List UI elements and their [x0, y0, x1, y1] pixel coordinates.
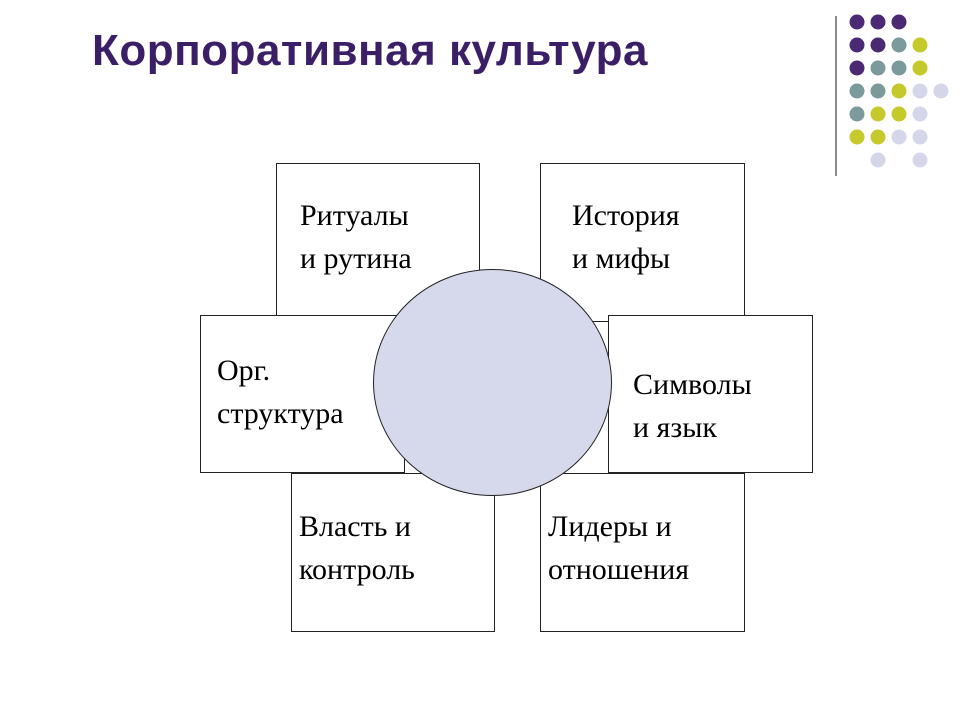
label-leaders: Лидеры и отношения	[548, 505, 689, 591]
decorative-dot	[849, 37, 865, 53]
label-history-line2: и мифы	[572, 242, 671, 275]
label-structure-line1: Орг.	[217, 354, 271, 387]
label-rituals: Ритуалы и рутина	[300, 194, 412, 280]
divider-line	[835, 16, 837, 176]
label-rituals-line2: и рутина	[300, 242, 412, 275]
decorative-dot	[849, 106, 865, 122]
decorative-dot	[912, 83, 928, 99]
label-power: Власть и контроль	[299, 505, 415, 591]
decorative-dot	[933, 83, 949, 99]
box-structure	[200, 315, 405, 473]
decorative-dot	[912, 106, 928, 122]
label-symbols-line2: и язык	[633, 411, 717, 444]
label-leaders-line1: Лидеры и	[548, 510, 672, 543]
decorative-dot	[891, 129, 907, 145]
central-circle	[373, 269, 612, 496]
box-power	[291, 473, 495, 632]
box-history	[540, 163, 745, 322]
decorative-dot	[912, 37, 928, 53]
label-history-line1: История	[572, 199, 680, 232]
slide-title: Корпоративная культура	[92, 26, 648, 75]
decorative-dot	[849, 129, 865, 145]
decorative-dot	[870, 37, 886, 53]
label-power-line2: контроль	[299, 553, 415, 586]
decorative-dot	[891, 14, 907, 30]
label-power-line1: Власть и	[299, 510, 411, 543]
label-symbols: Символы и язык	[633, 363, 752, 449]
label-rituals-line1: Ритуалы	[300, 199, 409, 232]
decorative-dot	[870, 152, 886, 168]
decorative-dot	[870, 83, 886, 99]
box-symbols	[608, 315, 813, 473]
decorative-dot	[870, 106, 886, 122]
decorative-dot	[891, 60, 907, 76]
decorative-dot-grid	[849, 14, 949, 168]
decorative-dot	[849, 83, 865, 99]
decorative-dot	[891, 106, 907, 122]
label-structure-line2: структура	[217, 397, 344, 430]
label-symbols-line1: Символы	[633, 368, 752, 401]
label-structure: Орг. структура	[217, 349, 344, 435]
label-leaders-line2: отношения	[548, 553, 690, 586]
label-history: История и мифы	[572, 194, 680, 280]
decorative-dot	[912, 129, 928, 145]
decorative-dot	[912, 152, 928, 168]
decorative-dot	[891, 37, 907, 53]
decorative-dot	[912, 60, 928, 76]
decorative-dot	[870, 129, 886, 145]
box-leaders	[540, 473, 745, 632]
decorative-dot	[849, 60, 865, 76]
decorative-dot	[870, 14, 886, 30]
decorative-dot	[870, 60, 886, 76]
decorative-dot	[891, 83, 907, 99]
decorative-dot	[849, 14, 865, 30]
